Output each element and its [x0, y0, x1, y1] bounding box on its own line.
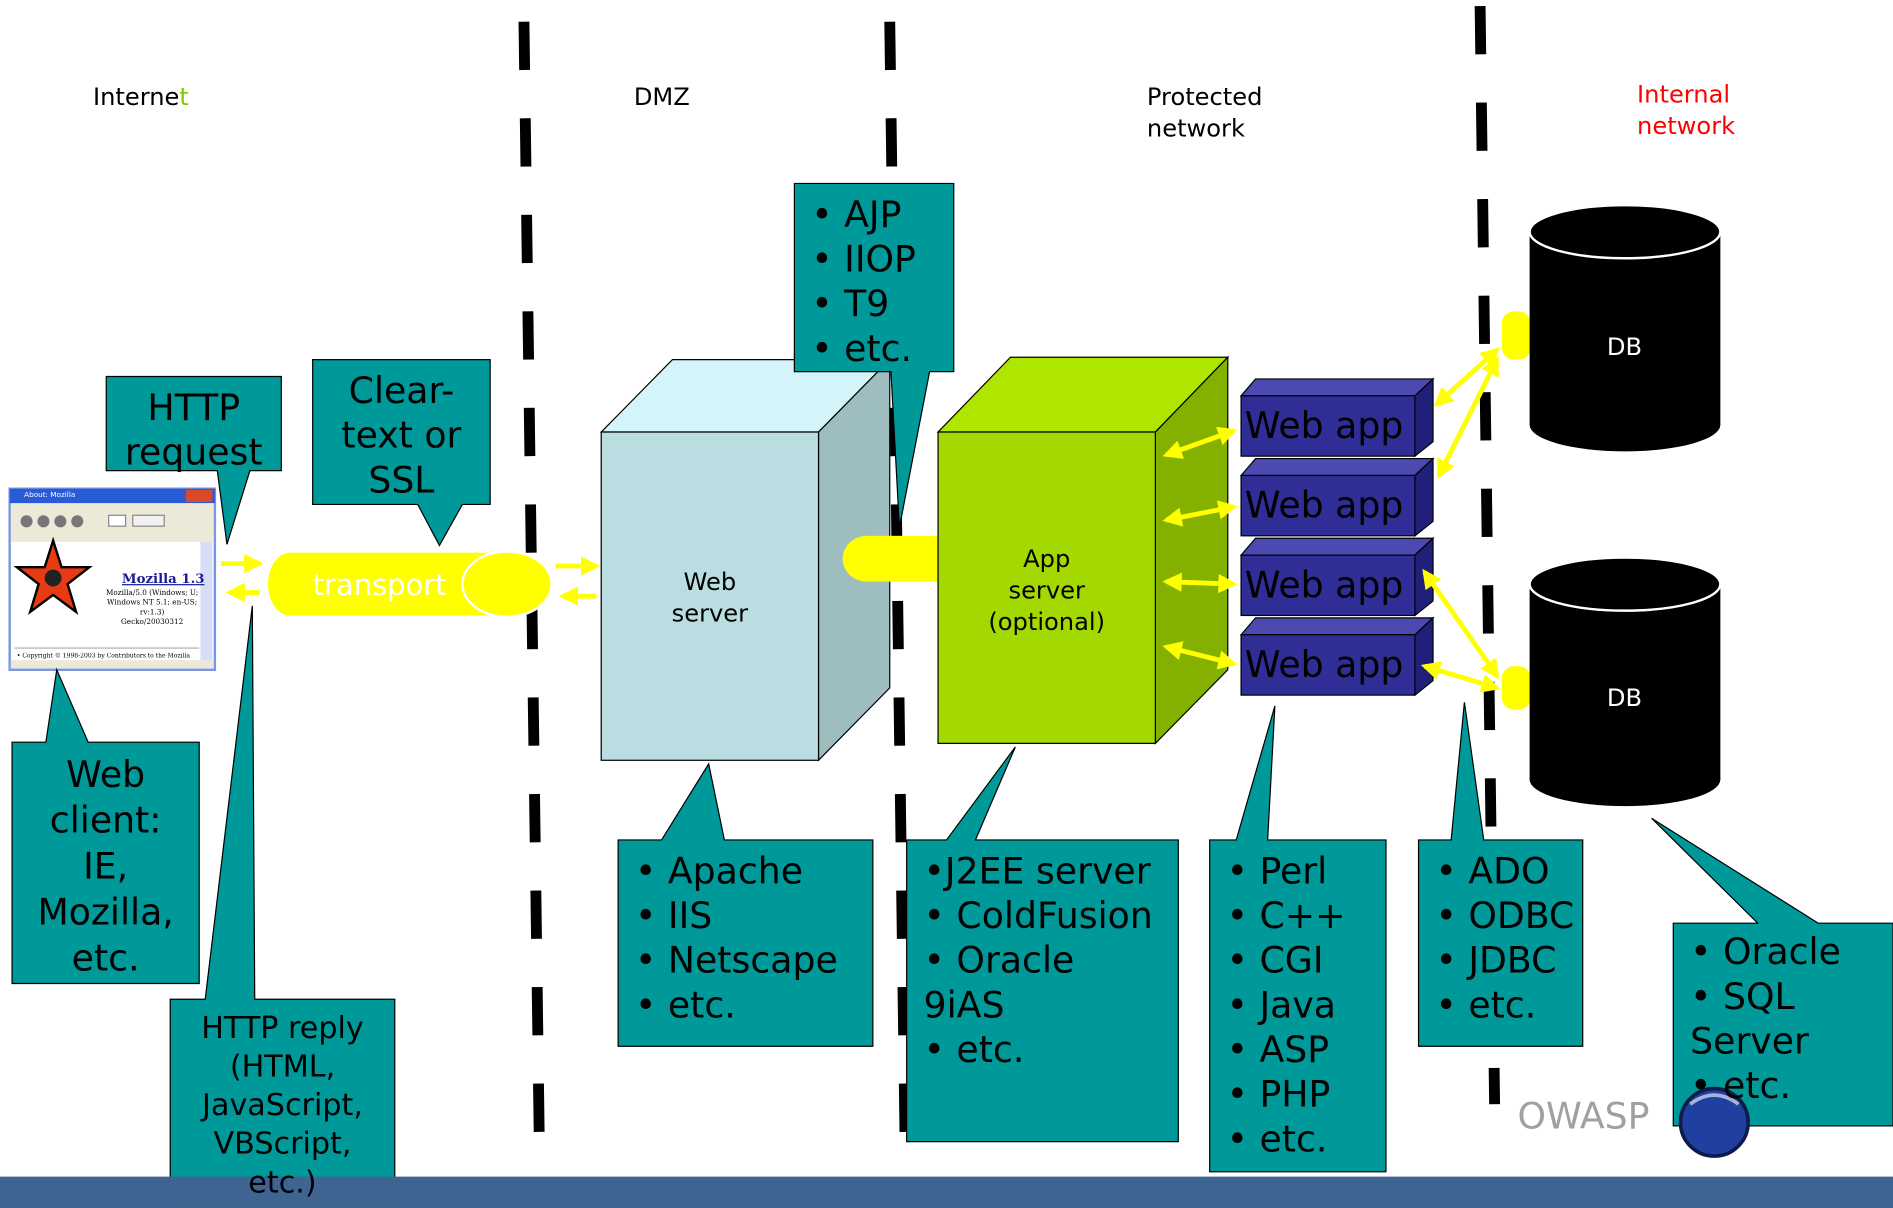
- callout-db-apis: • ADO • ODBC • JDBC • etc.: [1435, 850, 1574, 1029]
- connector-web-app: [843, 536, 942, 582]
- owasp-brand: OWASP: [1518, 1096, 1650, 1139]
- transport-label: transport: [313, 567, 447, 603]
- zone-label-internal: Internal network: [1637, 78, 1735, 141]
- browser-title: About: Mozilla: [24, 490, 75, 501]
- web-app-label-4: Web app: [1245, 646, 1404, 687]
- database-bottom: [1502, 558, 1721, 807]
- callout-http-request: HTTP request: [106, 386, 281, 475]
- callout-web-servers: • Apache • IIS • Netscape • etc.: [635, 850, 838, 1029]
- arrows-client-transport: [221, 564, 260, 593]
- db-bottom-label: DB: [1607, 683, 1642, 712]
- browser-product-link: Mozilla 1.3: [122, 571, 205, 587]
- app-server-label: App server (optional): [966, 543, 1128, 637]
- browser-footer: • Copyright © 1998-2003 by Contributors …: [17, 653, 198, 660]
- database-top: [1502, 205, 1721, 451]
- zone-label-dmz: DMZ: [634, 81, 690, 112]
- callout-app-servers: •J2EE server • ColdFusion • Oracle 9iAS …: [924, 850, 1153, 1073]
- callout-languages: • Perl • C++ • CGI • Java • ASP • PHP • …: [1227, 850, 1346, 1163]
- web-app-label-3: Web app: [1245, 566, 1404, 607]
- zone-label-internet: Internet: [93, 81, 189, 112]
- callout-web-client: Web client: IE, Mozilla, etc.: [12, 753, 199, 982]
- callout-protocols: • AJP • IIOP • T9 • etc.: [811, 193, 916, 372]
- zone-label-protected: Protected network: [1147, 81, 1263, 144]
- callout-databases: • Oracle • SQL Server • etc.: [1690, 930, 1841, 1109]
- web-server-label: Web server: [650, 566, 771, 629]
- browser-user-agent: Mozilla/5.0 (Windows; U; Windows NT 5.1;…: [104, 589, 201, 628]
- arrows-transport-webserver: [555, 566, 596, 596]
- web-app-label-2: Web app: [1245, 486, 1404, 527]
- web-app-label-1: Web app: [1245, 407, 1404, 448]
- callout-http-reply: HTTP reply (HTML, JavaScript, VBScript, …: [170, 1009, 395, 1202]
- callout-cleartext: Clear- text or SSL: [313, 369, 490, 503]
- db-top-label: DB: [1607, 332, 1642, 361]
